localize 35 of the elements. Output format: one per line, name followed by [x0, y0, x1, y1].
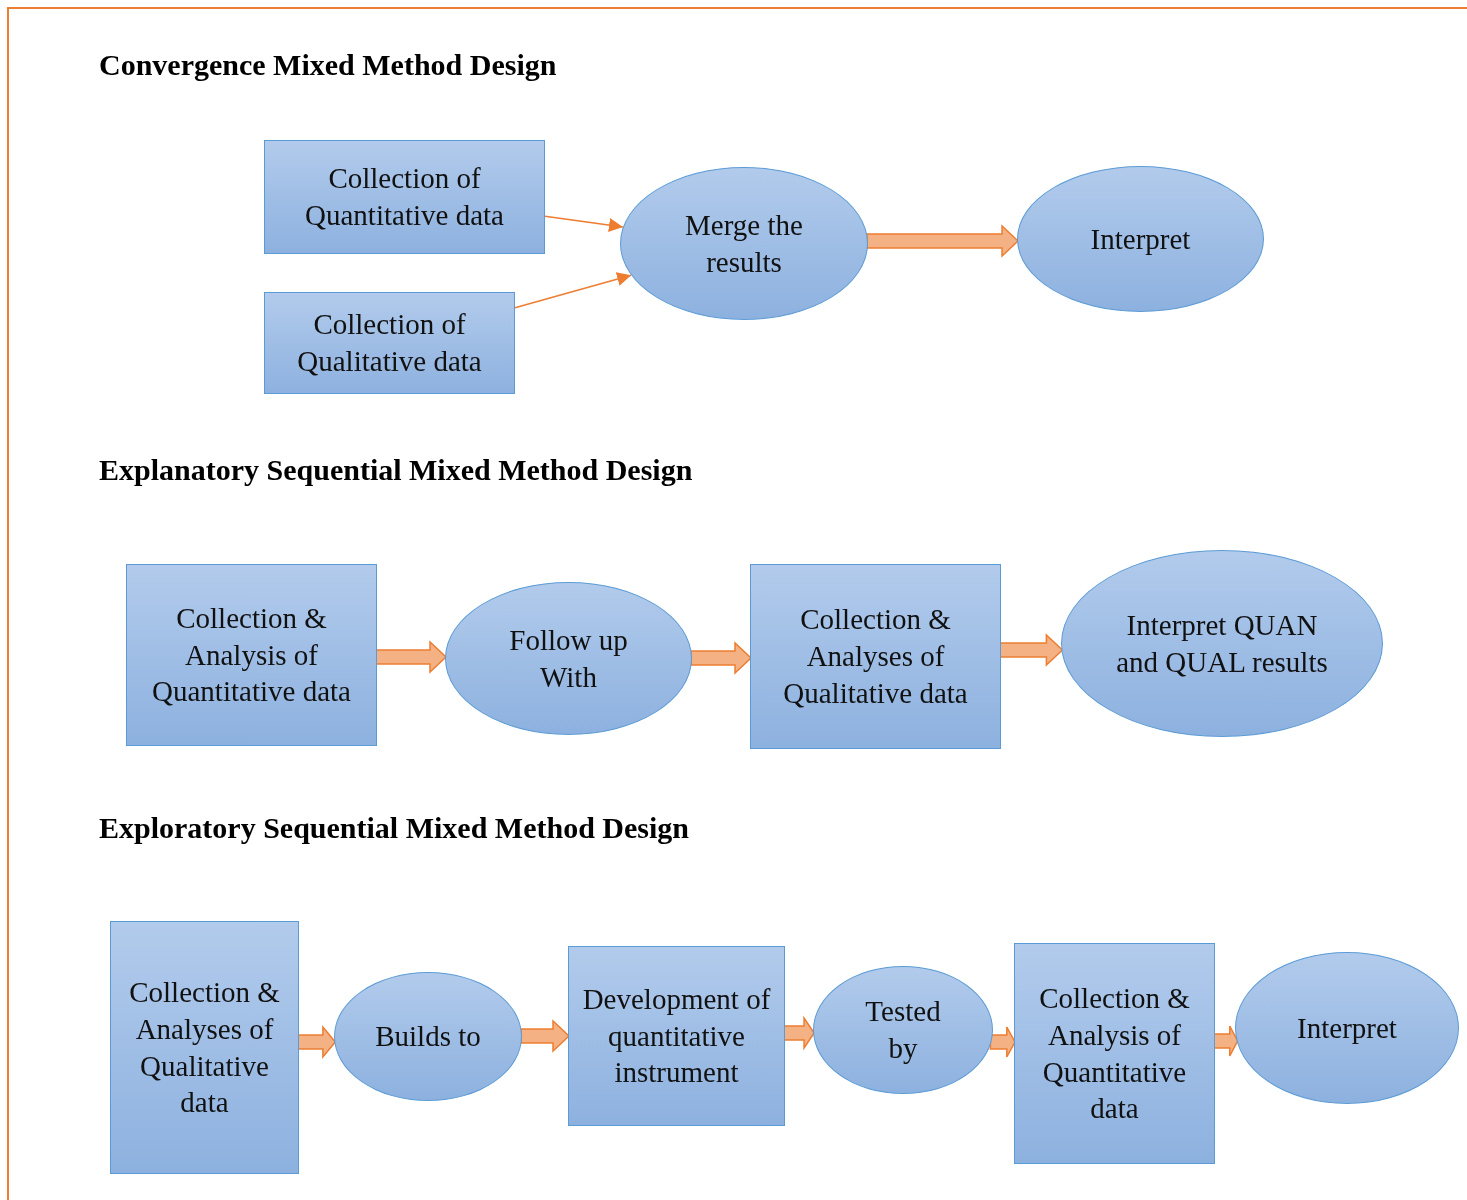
- arrow: [544, 215, 624, 232]
- node-text: Merge the results: [684, 207, 804, 280]
- process-box: [264, 140, 545, 254]
- node-text: Follow up With: [508, 622, 629, 695]
- process-box: [568, 946, 785, 1126]
- node-text: Tested by: [864, 994, 942, 1066]
- node-text: Collection & Analyses of Qualitative data: [128, 974, 281, 1121]
- node-text: Collection of Quantitative data: [304, 161, 505, 233]
- node-text: Collection & Analysis of Quantitative data: [1038, 980, 1191, 1127]
- section-heading: Explanatory Sequential Mixed Method Design: [99, 453, 693, 487]
- process-box: [750, 564, 1001, 749]
- block-arrow: [375, 640, 448, 674]
- node-text: Interpret QUAN and QUAL results: [1115, 607, 1329, 680]
- process-box: [126, 564, 377, 746]
- block-arrow: [999, 633, 1064, 667]
- process-box: [1014, 943, 1215, 1164]
- arrow: [514, 272, 632, 309]
- block-arrow: [690, 641, 753, 675]
- node-text: Collection of Qualitative data: [296, 307, 483, 379]
- block-arrow: [783, 1015, 815, 1051]
- node-text: Interpret: [1090, 221, 1191, 257]
- process-box: [264, 292, 515, 394]
- section-heading: Convergence Mixed Method Design: [99, 48, 557, 82]
- process-box: [110, 921, 299, 1174]
- node-text: Collection & Analysis of Quantitative data: [151, 600, 352, 710]
- node-text: Interpret: [1297, 1010, 1397, 1046]
- node-text: Builds to: [375, 1019, 481, 1055]
- block-arrow: [297, 1024, 337, 1060]
- section-heading: Exploratory Sequential Mixed Method Design: [99, 811, 689, 845]
- block-arrow: [520, 1019, 571, 1053]
- block-arrow: [989, 1026, 1016, 1058]
- node-text: Collection & Analyses of Qualitative data: [782, 602, 969, 711]
- block-arrow: [1213, 1025, 1239, 1057]
- block-arrow: [866, 224, 1020, 258]
- node-text: Development of quantitative instrument: [581, 981, 772, 1091]
